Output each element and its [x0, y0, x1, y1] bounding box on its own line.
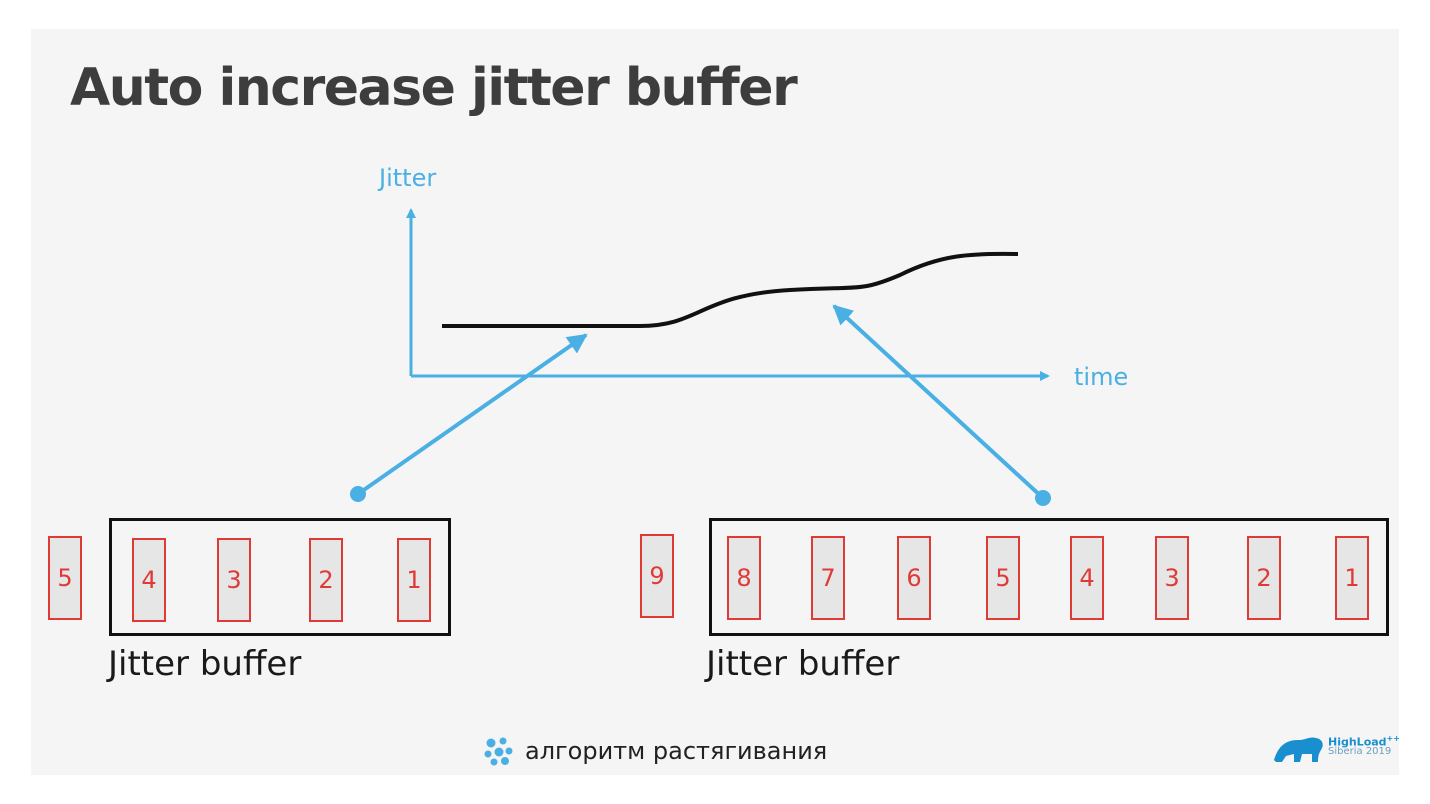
buffered-packet: 1 [1335, 536, 1369, 620]
buffered-packet: 3 [1155, 536, 1189, 620]
jitter-curve [442, 251, 1019, 328]
right-buffer-pointer-arrow [832, 304, 1045, 500]
buffered-packet: 4 [132, 538, 166, 622]
footer: алгоритм растягивания [483, 736, 827, 766]
buffered-packet: 6 [897, 536, 931, 620]
buffered-packet: 1 [397, 538, 431, 622]
jitter-buffer-box [709, 518, 1389, 636]
x-axis-label: time [1074, 363, 1129, 391]
buffer-label: Jitter buffer [706, 644, 900, 684]
jitter-buffer-box [109, 518, 451, 636]
y-axis-label: Jitter [379, 164, 437, 192]
slide-title: Auto increase jitter buffer [70, 58, 798, 118]
incoming-packet: 9 [640, 534, 674, 618]
footer-caption: алгоритм растягивания [525, 737, 828, 765]
logo-subtitle: Siberia 2019 [1328, 746, 1392, 757]
buffered-packet: 7 [811, 536, 845, 620]
right-buffer-pointer-dot [1035, 490, 1051, 506]
buffered-packet: 4 [1070, 536, 1104, 620]
buffered-packet: 2 [1247, 536, 1281, 620]
dots-cluster-icon [484, 737, 513, 766]
logo-brand: HighLoad++ [1328, 734, 1400, 749]
incoming-packet: 5 [48, 536, 82, 620]
left-buffer-pointer-dot [350, 486, 366, 502]
buffered-packet: 5 [986, 536, 1020, 620]
buffered-packet: 2 [309, 538, 343, 622]
bear-icon [1274, 737, 1323, 762]
buffered-packet: 3 [217, 538, 251, 622]
buffered-packet: 8 [727, 536, 761, 620]
buffer-label: Jitter buffer [108, 644, 302, 684]
left-buffer-pointer-arrow [356, 333, 588, 496]
slide-background [31, 29, 1399, 775]
